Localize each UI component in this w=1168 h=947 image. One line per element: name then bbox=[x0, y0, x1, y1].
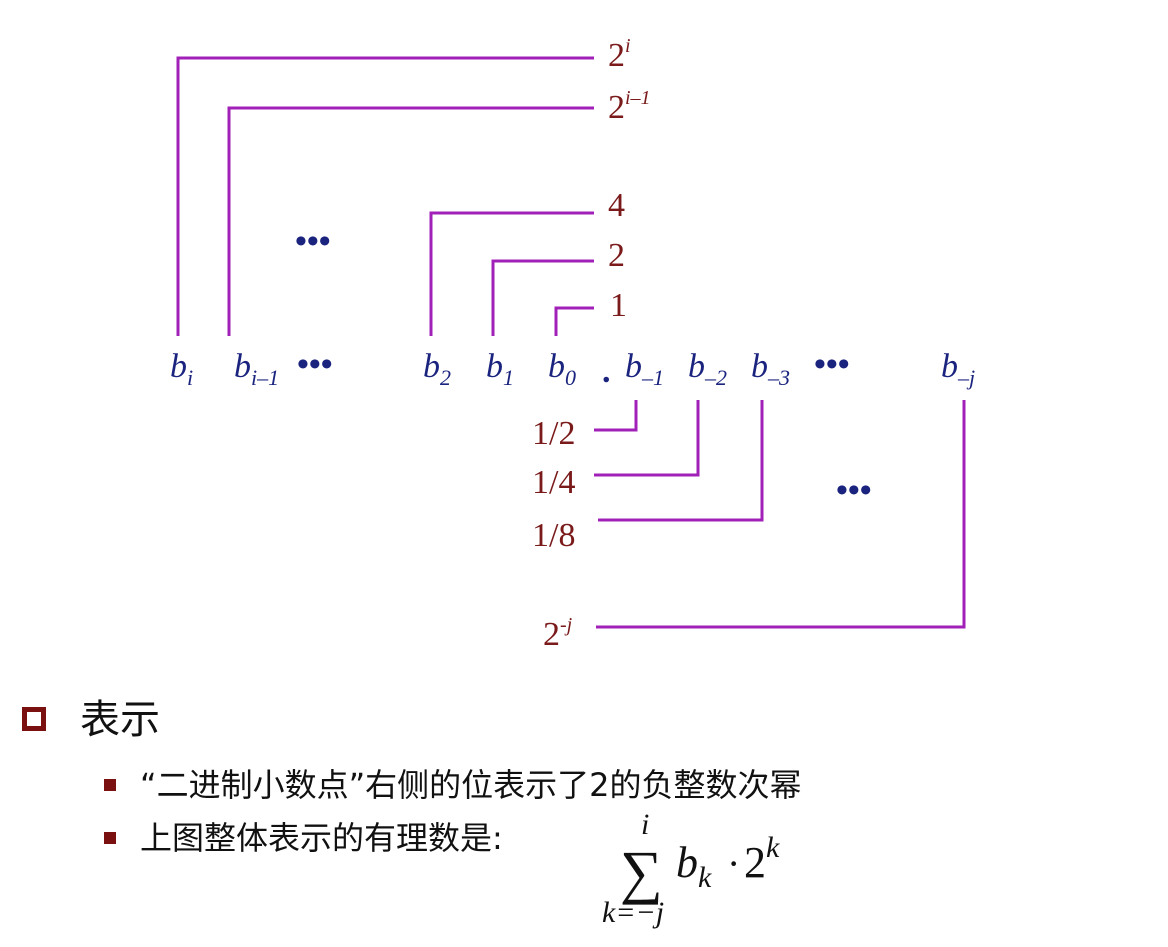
weight-2-i-1: 2i–1 bbox=[608, 87, 651, 126]
weight-2-neg-j: 2-j bbox=[543, 614, 573, 653]
sum-lower-limit: k=−j bbox=[602, 896, 664, 929]
section-title: 表示 bbox=[80, 697, 160, 743]
binary-point: . bbox=[602, 353, 611, 390]
sum-symbol: ∑ bbox=[620, 839, 663, 905]
bit-b0: b0 bbox=[548, 348, 576, 390]
connector-b0 bbox=[554, 306, 594, 336]
bit-bi: bi bbox=[170, 348, 193, 390]
connector-b1 bbox=[491, 259, 594, 336]
bit-b2: b2 bbox=[423, 348, 451, 390]
weight-1: 1 bbox=[610, 287, 627, 324]
bit-b1: b1 bbox=[486, 348, 514, 390]
bullet-text-1: “二进制小数点”右侧的位表示了2的负整数次幂 bbox=[140, 766, 802, 804]
connector-b2 bbox=[429, 211, 594, 336]
bullet-text-2: 上图整体表示的有理数是: bbox=[140, 819, 503, 857]
bit-b-1: b–1 bbox=[625, 348, 664, 390]
ellipsis-integer-bits: ••• bbox=[297, 346, 333, 383]
bit-b-j: b–j bbox=[941, 348, 975, 390]
weight-1-8: 1/8 bbox=[532, 517, 575, 554]
connector-b-1 bbox=[594, 400, 638, 432]
sum-formula: i ∑ k=−j bk · 2k bbox=[602, 808, 780, 929]
ellipsis-fraction-bits: ••• bbox=[814, 346, 850, 383]
weight-2-i: 2i bbox=[608, 35, 631, 74]
sum-dot: · bbox=[727, 841, 740, 886]
weight-1-2: 1/2 bbox=[532, 415, 575, 452]
sub-bullet-icon bbox=[104, 832, 116, 844]
sum-power: 2k bbox=[744, 831, 780, 887]
ellipsis-upper-weights: ••• bbox=[295, 223, 331, 260]
connector-b-2 bbox=[594, 400, 700, 477]
connector-bi-1 bbox=[227, 106, 594, 336]
weight-4: 4 bbox=[608, 187, 625, 224]
sum-term: bk bbox=[676, 838, 712, 894]
weight-2: 2 bbox=[608, 237, 625, 274]
connector-b-3 bbox=[598, 400, 764, 522]
ellipsis-lower-weights: ••• bbox=[836, 472, 872, 509]
bit-b-2: b–2 bbox=[688, 348, 727, 390]
connector-bi bbox=[176, 56, 594, 336]
bit-b-3: b–3 bbox=[751, 348, 790, 390]
sum-upper-limit: i bbox=[641, 808, 649, 841]
weight-1-4: 1/4 bbox=[532, 464, 575, 501]
sub-bullet-icon bbox=[104, 779, 116, 791]
connector-b-j bbox=[596, 400, 966, 629]
bit-bi-1: bi–1 bbox=[234, 348, 279, 390]
section-bullet-icon bbox=[22, 707, 46, 731]
